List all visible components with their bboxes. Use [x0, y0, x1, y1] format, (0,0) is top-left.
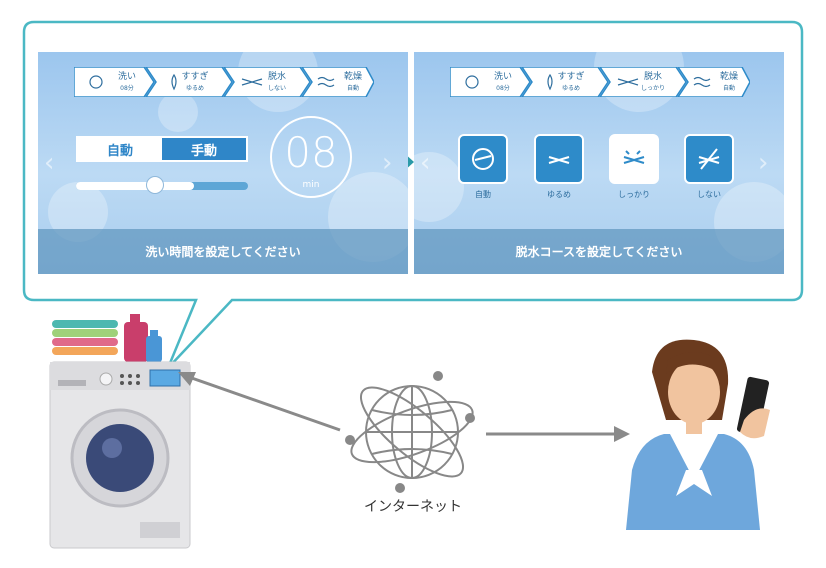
person-with-smartphone-icon — [626, 340, 770, 530]
detergent-bottle-icon — [124, 314, 162, 362]
washing-machine-icon — [50, 362, 190, 548]
towel-stack-icon — [52, 320, 118, 355]
internet-label: インターネット — [364, 496, 504, 516]
internet-globe-icon — [344, 374, 479, 490]
arrow-to-machine — [186, 376, 340, 430]
